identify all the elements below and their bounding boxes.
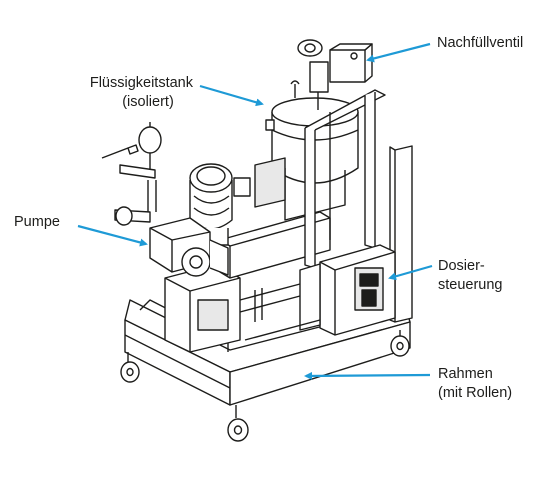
- rear-column: [389, 145, 413, 323]
- label-tank: Flüssigkeitstank (isoliert): [75, 74, 193, 112]
- label-frame-line1: Rahmen: [438, 366, 493, 382]
- label-tank-line1: Flüssigkeitstank: [89, 75, 193, 91]
- label-dosing-control: Dosier- steuerung: [438, 257, 503, 295]
- label-pump-text: Pumpe: [14, 214, 60, 230]
- arrow-frame: [304, 371, 431, 380]
- label-dosing-control-line2: steuerung: [438, 277, 503, 293]
- pump-head: [149, 217, 229, 277]
- wheel-front-left: [120, 352, 140, 383]
- label-frame: Rahmen (mit Rollen): [438, 365, 512, 403]
- wheel-front-center: [227, 405, 249, 442]
- dosing-control: [299, 244, 396, 336]
- lower-rails: [239, 283, 321, 341]
- label-pump: Pumpe: [14, 213, 60, 232]
- arrow-dosing-control: [388, 264, 433, 281]
- label-dosing-control-line1: Dosier-: [438, 258, 485, 274]
- motor: [189, 163, 251, 246]
- arrow-pump: [77, 224, 148, 247]
- frame-base: [124, 299, 411, 406]
- label-tank-line2: (isoliert): [122, 94, 174, 110]
- tank-frame: [304, 89, 386, 269]
- label-frame-line2: (mit Rollen): [438, 385, 513, 401]
- label-refill-valve: Nachfüllventil: [437, 34, 523, 53]
- pump-inlet-piping: [101, 122, 162, 226]
- arrow-tank: [199, 84, 264, 107]
- refill-valve: [297, 39, 373, 110]
- wheel-rear-right: [390, 330, 410, 357]
- label-refill-valve-text: Nachfüllventil: [437, 35, 524, 51]
- arrow-refill-valve: [366, 42, 431, 63]
